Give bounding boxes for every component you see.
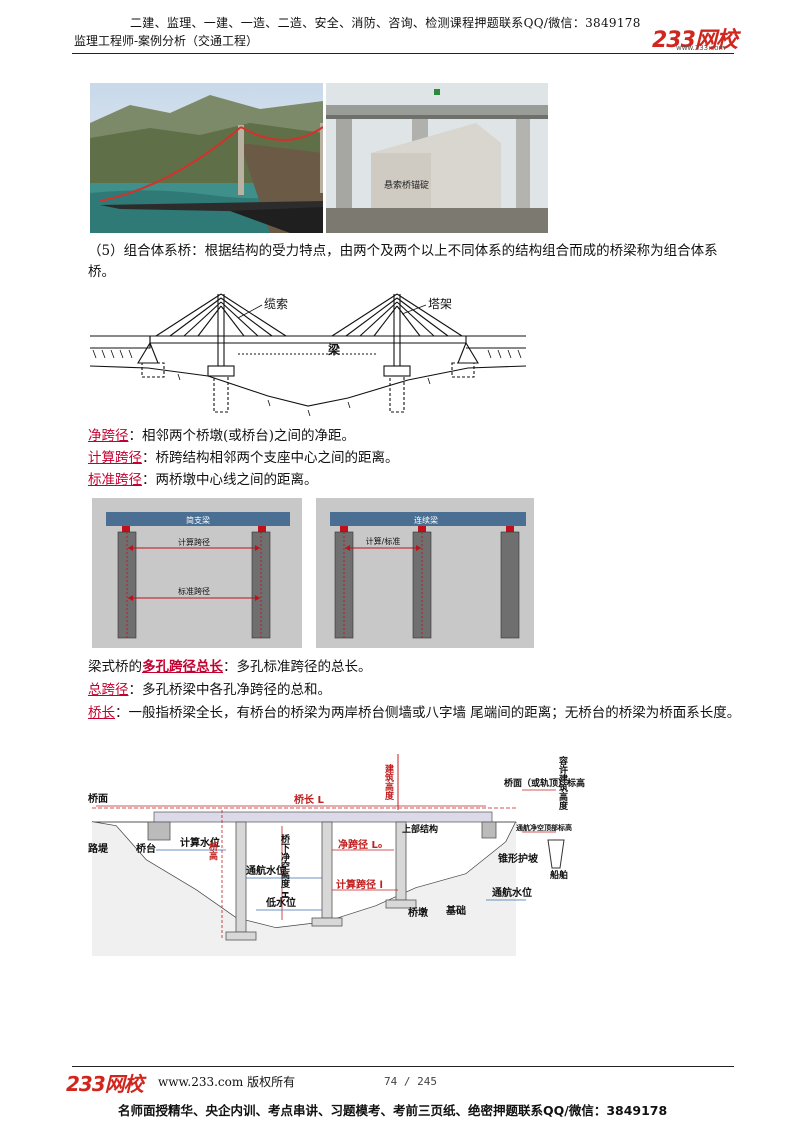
definition-text: ：桥跨结构相邻两个支座中心之间的距离。 bbox=[142, 450, 399, 466]
continuous-beam-label: 连续梁 bbox=[414, 515, 438, 525]
anchorage-photo: 悬索桥锚碇 bbox=[326, 83, 548, 233]
definition-clear-span: 净跨径：相邻两个桥墩(或桥台)之间的净距。 bbox=[88, 426, 355, 447]
suspension-bridge-photo bbox=[90, 83, 323, 233]
multi-span-prefix: 梁式桥的 bbox=[88, 659, 142, 675]
nav-clearance-top-label: 通航净空顶部标高 bbox=[516, 823, 572, 832]
header-subtitle: 监理工程师-案例分析（交通工程） bbox=[74, 34, 259, 48]
ship-label: 船舶 bbox=[550, 869, 568, 881]
definition-text: ：相邻两个桥墩(或桥台)之间的净距。 bbox=[128, 428, 356, 444]
bridge-length-label: 桥长 L bbox=[294, 793, 324, 806]
simple-calc-span-label: 计算跨径 bbox=[178, 537, 210, 547]
nav-water-level-label: 通航水位 bbox=[246, 864, 286, 877]
term-standard-span: 标准跨径 bbox=[88, 472, 142, 488]
definition-bridge-length: 桥长：一般指桥梁全长，有桥台的桥梁为两岸桥台侧墙或八字墙 尾端间的距离；无桥台的… bbox=[72, 703, 744, 724]
nav-water-level-right-label: 通航水位 bbox=[492, 886, 532, 899]
bridge-length-text: ：一般指桥梁全长，有桥台的桥梁为两岸桥台侧墙或八字墙 尾端间的距离；无桥台的桥梁… bbox=[115, 705, 741, 721]
definition-text: ：两桥墩中心线之间的距离。 bbox=[142, 472, 318, 488]
cone-slope-label: 锥形护坡 bbox=[498, 852, 539, 865]
footer-copyright: www.233.com 版权所有 bbox=[158, 1075, 296, 1089]
foundation-label: 基础 bbox=[445, 904, 466, 917]
simple-beam-span-diagram: 简支梁 计算跨径 标准跨径 bbox=[92, 498, 302, 648]
footer-logo: 233网校 bbox=[66, 1072, 144, 1096]
simple-beam-label: 简支梁 bbox=[186, 515, 210, 525]
continuous-beam-span-diagram: 连续梁 计算/标准 bbox=[316, 498, 534, 648]
term-total-span: 总跨径 bbox=[88, 682, 129, 698]
definition-standard-span: 标准跨径：两桥墩中心线之间的距离。 bbox=[88, 470, 318, 491]
paragraph-composite-bridge: （5）组合体系桥：根据结构的受力特点，由两个及两个以上不同体系的结构组合而成的桥… bbox=[88, 243, 718, 280]
continuous-calc-std-label: 计算/标准 bbox=[366, 536, 401, 546]
under-clearance-label: 桥下净空高度 H bbox=[279, 833, 290, 899]
definition-total-span: 总跨径：多孔桥梁中各孔净跨径的总和。 bbox=[88, 680, 331, 701]
header-logo: 233网校 bbox=[652, 28, 738, 53]
allowed-build-height-label: 容许建筑高度 bbox=[557, 755, 569, 811]
low-water-level-label: 低水位 bbox=[265, 896, 296, 909]
term-bridge-length: 桥长 bbox=[88, 705, 115, 721]
term-multi-span-total: 多孔跨径总长 bbox=[142, 659, 223, 675]
beam-label: 梁 bbox=[327, 342, 340, 357]
definition-calc-span: 计算跨径：桥跨结构相邻两个支座中心之间的距离。 bbox=[88, 448, 399, 469]
anchorage-label: 悬索桥锚碇 bbox=[384, 179, 429, 191]
cable-stayed-bridge-diagram: 缆索 塔架 梁 bbox=[88, 288, 528, 418]
footer-promo-line: 名师面授精华、央企内训、考点串讲、习题模考、考前三页纸、绝密押题联系QQ/微信：… bbox=[118, 1103, 668, 1118]
cable-label: 缆索 bbox=[264, 297, 288, 311]
bridge-components-diagram: 桥面 桥长 L 建筑高度 桥面（或轨顶）标高 容许建筑高度 上部结构 路堤 桥台… bbox=[86, 750, 586, 956]
embankment-label: 路堤 bbox=[88, 842, 109, 855]
abutment-label: 桥台 bbox=[136, 842, 156, 855]
deck-label: 桥面 bbox=[88, 792, 108, 805]
simple-std-span-label: 标准跨径 bbox=[178, 586, 210, 596]
bridge-height-label: 桥高 bbox=[207, 841, 218, 861]
total-span-text: ：多孔桥梁中各孔净跨径的总和。 bbox=[128, 682, 332, 698]
footer-divider bbox=[72, 1066, 734, 1067]
page-number: 74 / 245 bbox=[384, 1075, 437, 1088]
multi-span-text: ：多孔标准跨径的总长。 bbox=[223, 659, 372, 675]
superstructure-label: 上部结构 bbox=[402, 823, 438, 835]
deck-elevation-label: 桥面（或轨顶）标高 bbox=[504, 777, 585, 789]
definition-multi-span-total: 梁式桥的多孔跨径总长：多孔标准跨径的总长。 bbox=[88, 657, 372, 678]
term-clear-span: 净跨径 bbox=[88, 428, 129, 444]
pier-label: 桥墩 bbox=[408, 906, 429, 919]
term-calc-span: 计算跨径 bbox=[88, 450, 142, 466]
header-divider bbox=[72, 53, 734, 54]
header-logo-url: www.233.com bbox=[676, 44, 726, 52]
clear-span-label: 净跨径 L₀ bbox=[338, 838, 382, 851]
calc-span-label: 计算跨径 l bbox=[336, 878, 383, 891]
header-promo-line: 二建、监理、一建、一造、二造、安全、消防、咨询、检测课程押题联系QQ/微信：38… bbox=[130, 16, 641, 30]
build-height-label: 建筑高度 bbox=[383, 763, 394, 801]
calc-water-level-label: 计算水位 bbox=[180, 836, 220, 849]
tower-label: 塔架 bbox=[428, 297, 452, 311]
